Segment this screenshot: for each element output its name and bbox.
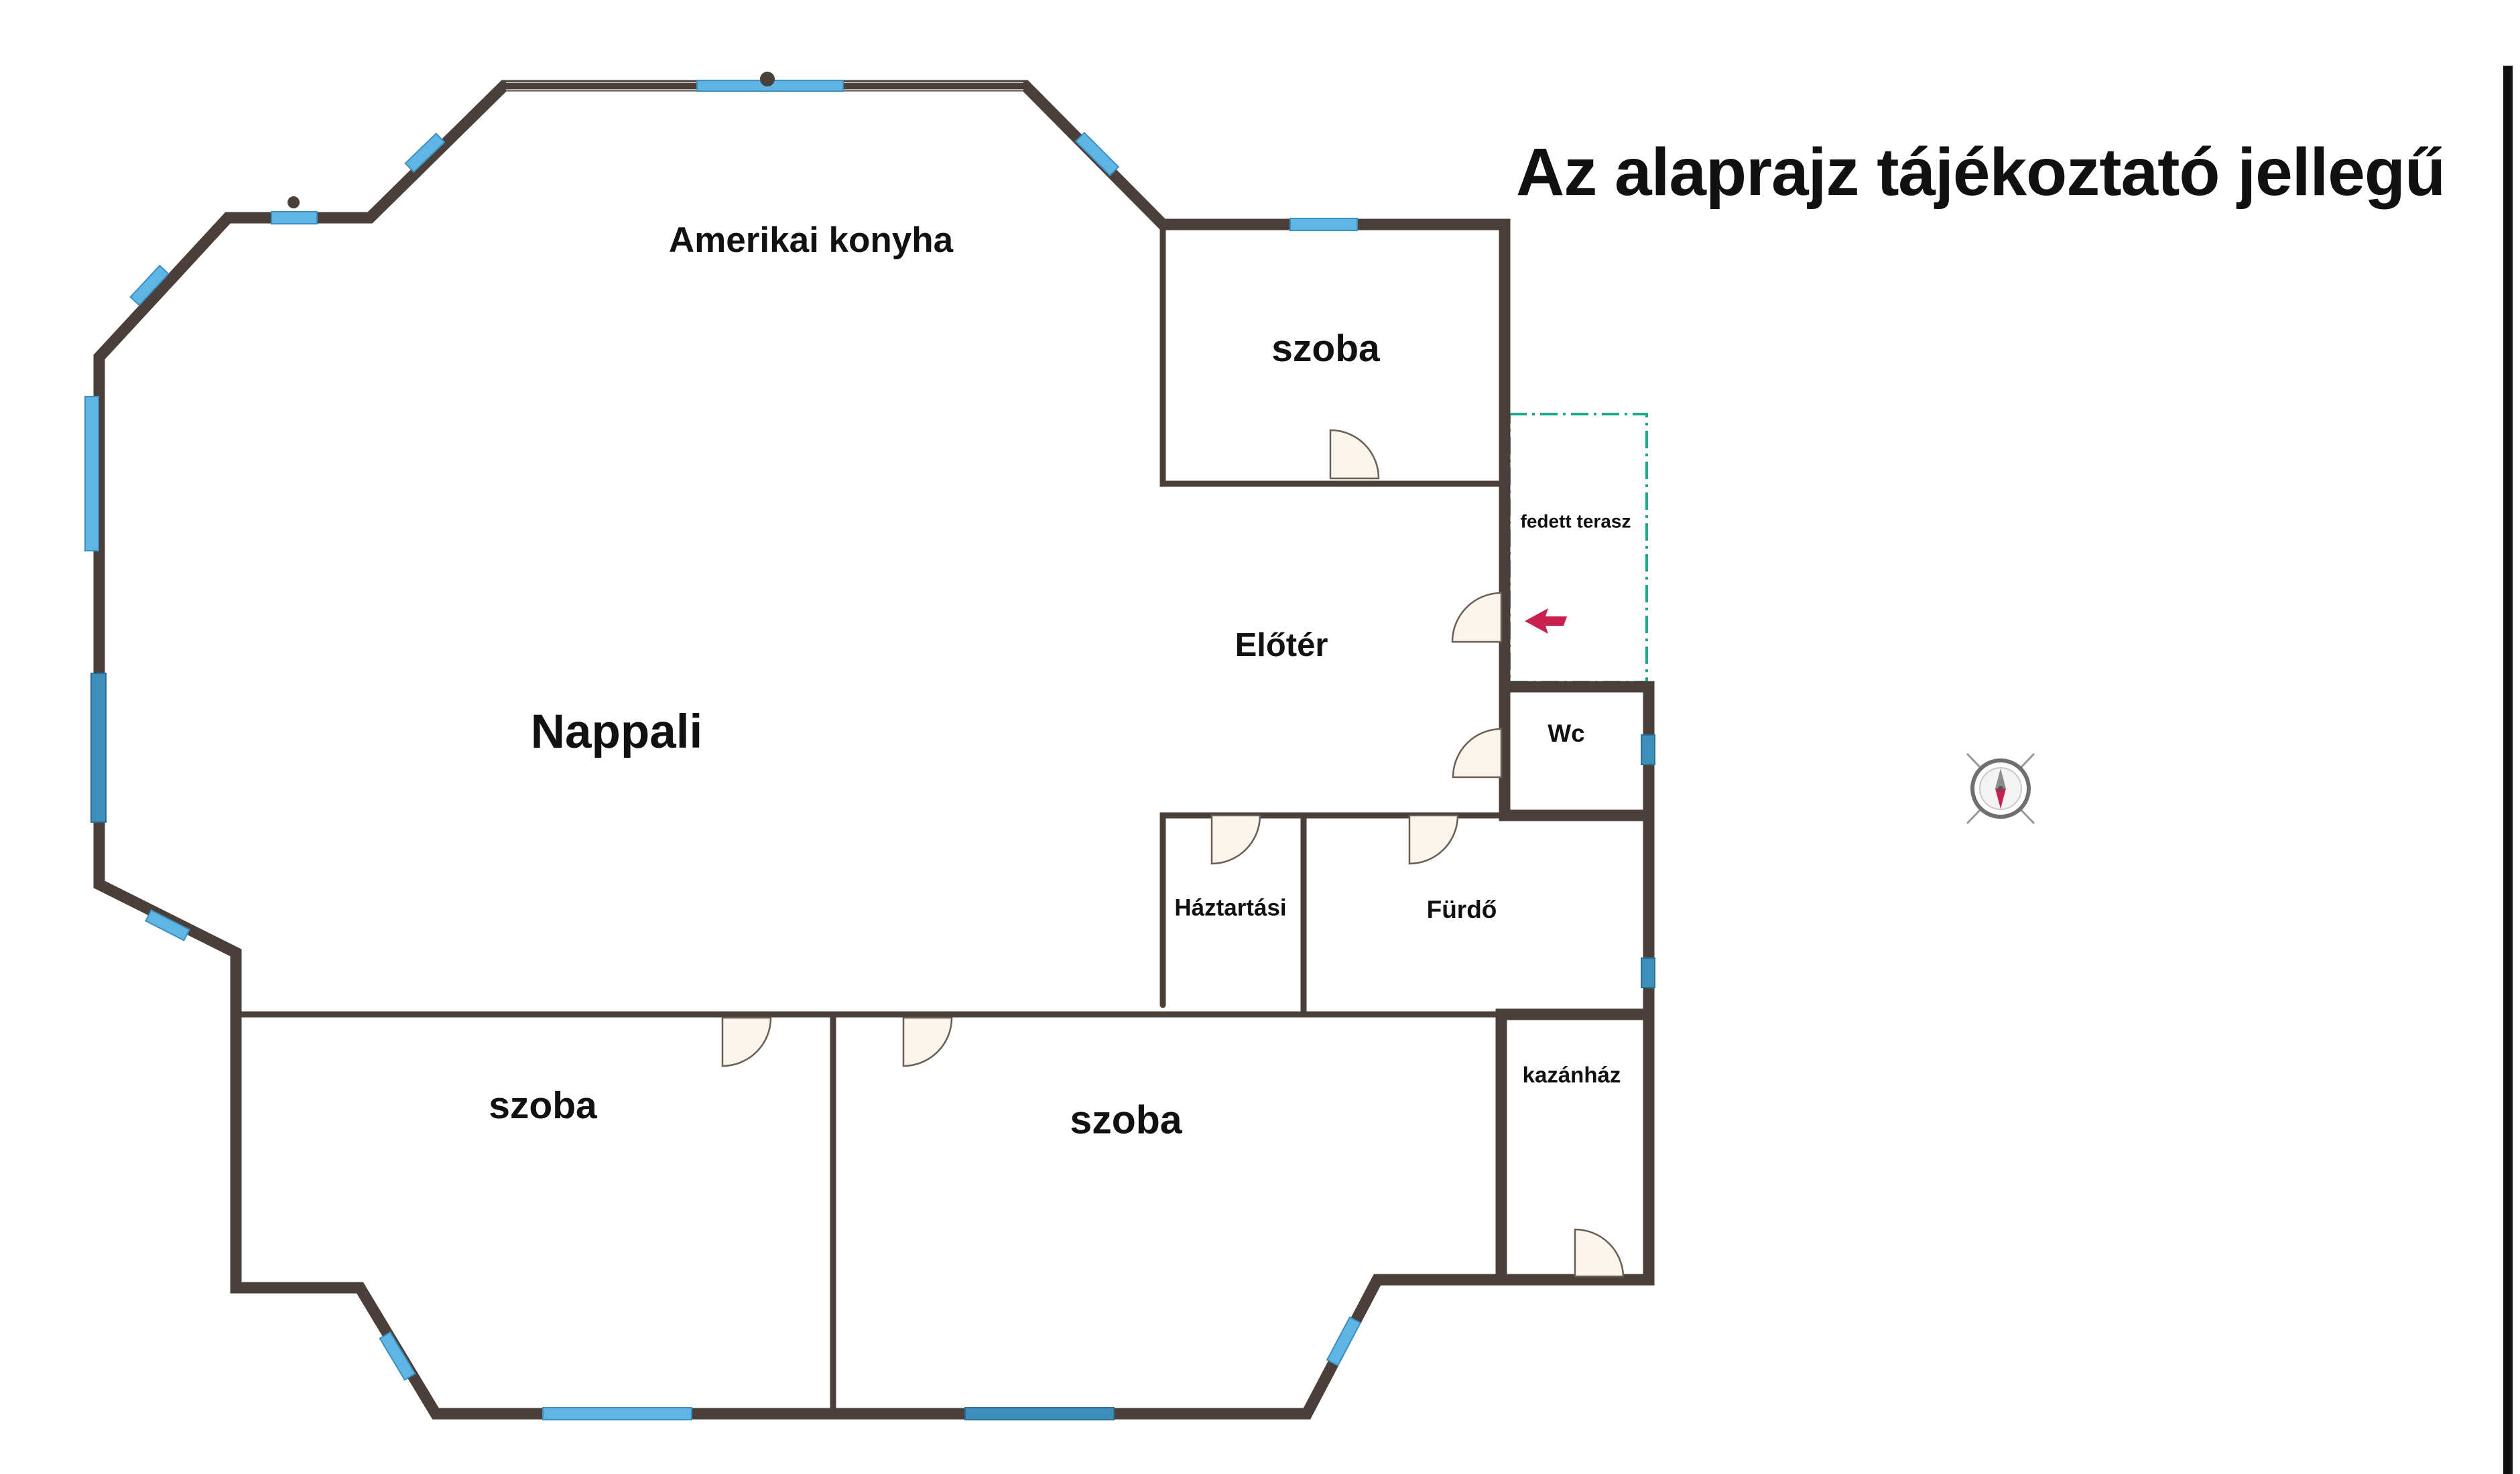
room-label-bedroom-right: szoba [1070, 1098, 1182, 1142]
door-swing [1451, 592, 1503, 643]
window [1074, 131, 1120, 177]
door-swing [1210, 814, 1261, 865]
room-label-hall: Előtér [1235, 627, 1328, 663]
window [145, 909, 190, 941]
window [129, 265, 170, 306]
door-swing [902, 1016, 953, 1067]
room-label-bath: Fürdő [1427, 896, 1497, 923]
terrace-outline [1508, 413, 1648, 683]
room-label-kitchen: Amerikai konyha [669, 220, 954, 260]
door-swing [721, 1016, 772, 1067]
window [271, 211, 318, 224]
window [1641, 734, 1655, 765]
bedroom-top-wall [1159, 224, 1505, 487]
entrance-arrow-icon [1525, 608, 1567, 634]
window [542, 1407, 692, 1420]
room-label-boiler: kazánház [1523, 1063, 1621, 1087]
window [90, 673, 107, 823]
door-swing [1408, 814, 1459, 865]
window [964, 1407, 1115, 1420]
window [1641, 957, 1655, 988]
window [1326, 1316, 1362, 1367]
door-swing [1452, 728, 1503, 779]
room-label-living: Nappali [531, 706, 702, 758]
window [404, 132, 446, 174]
door-swing [1574, 1228, 1625, 1278]
edge-bar [2503, 66, 2513, 1474]
plan-disclaimer-title: Az alaprajz tájékoztató jellegű [1516, 135, 2446, 210]
room-label-bedroom-left: szoba [489, 1084, 598, 1127]
door-handle-icon [288, 196, 300, 208]
room-label-terrace: fedett terasz [1521, 511, 1631, 531]
utility-wall [1159, 812, 1508, 1008]
door-swing [1329, 429, 1380, 480]
room-label-utility: Háztartási [1174, 894, 1286, 921]
window [84, 396, 99, 551]
door-handle-icon [760, 72, 775, 86]
window [379, 1331, 416, 1381]
compass-icon [1966, 752, 2035, 825]
outer-wall [93, 80, 1655, 1420]
room-label-wc: Wc [1548, 720, 1585, 747]
window [1289, 218, 1358, 231]
room-label-bedroom-top: szoba [1271, 327, 1381, 370]
